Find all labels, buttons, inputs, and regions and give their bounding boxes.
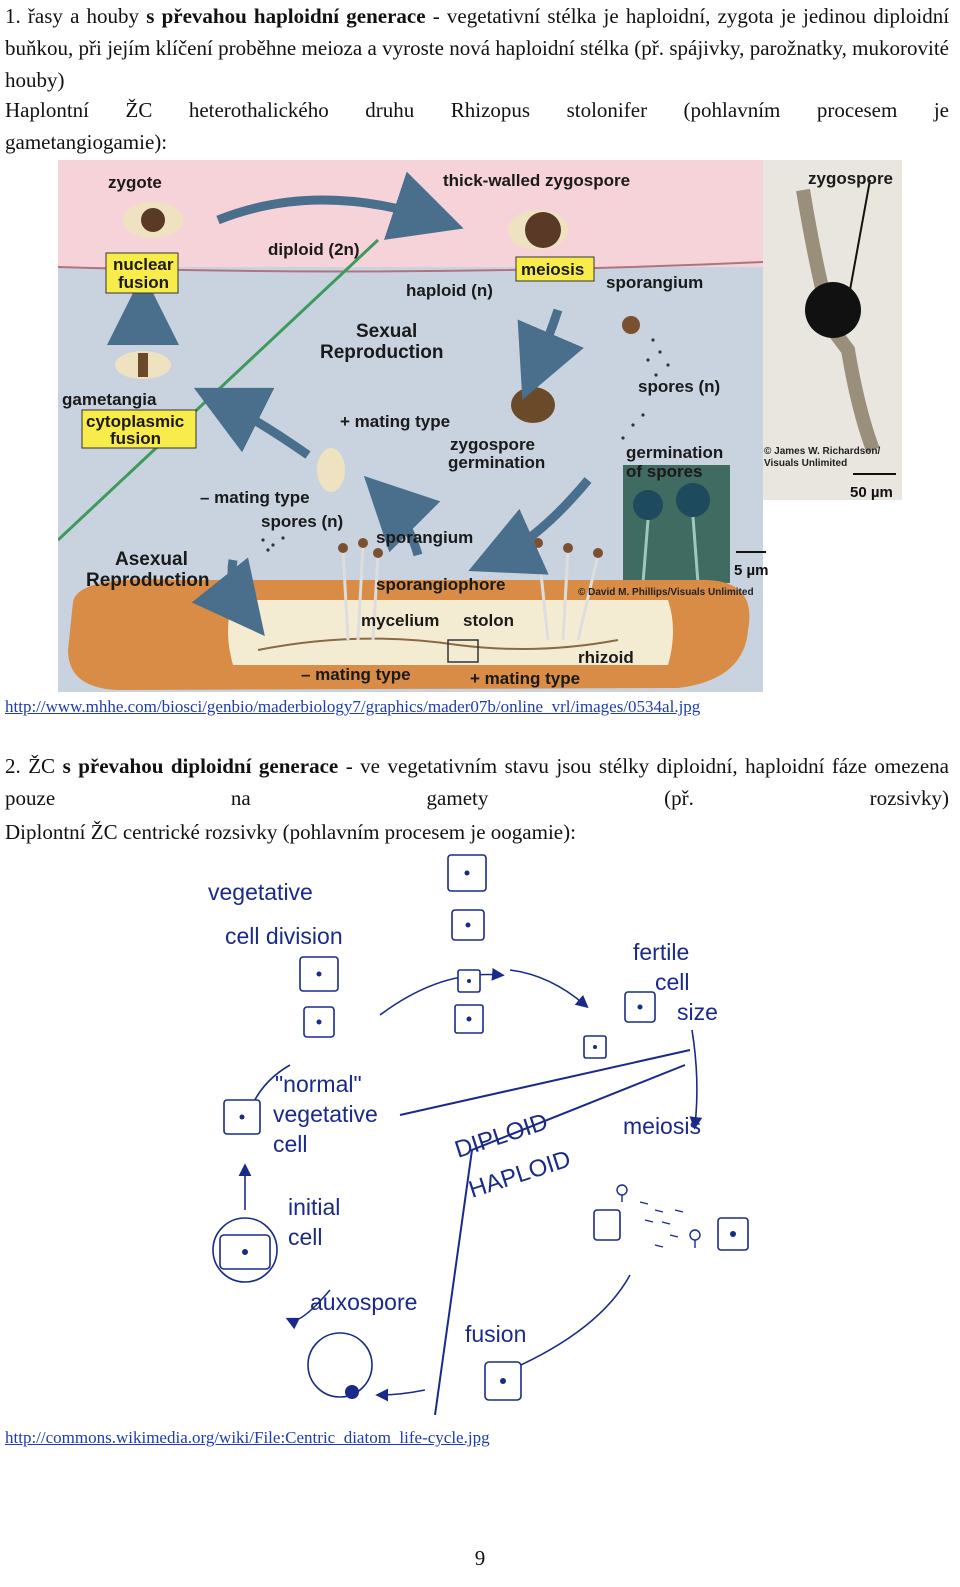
label-vegetative-cell: vegetative	[273, 1101, 378, 1127]
credit-visuals-unlimited: Visuals Unlimited	[764, 458, 847, 469]
rhizopus-life-cycle-figure: zygote nuclear fusion thick-walled zygos…	[58, 160, 902, 692]
zygospore-photo-spore	[805, 282, 861, 338]
label-spores: spores (n)	[638, 377, 720, 396]
credit-richardson: © James W. Richardson/	[764, 446, 881, 457]
section2-paragraph: 2. ŽC s převahou diploidní generace - ve…	[5, 754, 949, 810]
zygospore-germination	[511, 387, 555, 423]
label-sporangiophore: sporangiophore	[376, 575, 505, 594]
label-initial: initial	[288, 1194, 340, 1220]
label-vegetative: vegetative	[208, 879, 313, 905]
label-asexual: Asexual	[115, 549, 188, 570]
label-normal: "normal"	[275, 1071, 362, 1097]
label-cell: cell	[273, 1131, 308, 1157]
label-nuclear-fusion: fusion	[118, 273, 169, 292]
label-zygospore-photo: zygospore	[808, 169, 893, 188]
label-nuclear: nuclear	[113, 255, 174, 274]
label-plus-mating-type: + mating type	[340, 412, 450, 431]
label-zygote: zygote	[108, 173, 162, 192]
label-haploid: haploid (n)	[406, 281, 493, 300]
sporangium-micrograph	[623, 465, 730, 583]
label-plus-mating-type-bottom: + mating type	[470, 669, 580, 688]
label-auxospore: auxospore	[310, 1289, 417, 1315]
section1-paragraph: 1. řasy a houby s převahou haploidní gen…	[5, 4, 950, 92]
label-spores-asexual: spores (n)	[261, 512, 343, 531]
page-number: 9	[474, 1546, 486, 1570]
label-meiosis: meiosis	[623, 1113, 701, 1139]
sperm-cells	[616, 1184, 701, 1248]
label-rhizoid: rhizoid	[578, 648, 634, 667]
cycle-arrows-diatom	[238, 967, 703, 1402]
label-meiosis: meiosis	[521, 260, 584, 279]
diploid-haploid-line	[399, 1049, 691, 1415]
figure1-source-link[interactable]: http://www.mhhe.com/biosci/genbio/maderb…	[5, 697, 701, 716]
label-of-spores: of spores	[626, 462, 703, 481]
sporangium-small	[622, 316, 640, 334]
figure1-caption-tail: gametangiogamie):	[5, 130, 168, 154]
label-sexual-reproduction: Reproduction	[320, 342, 444, 363]
cycle-arrows	[107, 171, 592, 637]
label-cell-division: cell division	[225, 923, 343, 949]
mycelium-threads	[257, 637, 619, 651]
credit-phillips: © David M. Phillips/Visuals Unlimited	[578, 587, 754, 598]
label-sporangium-top: sporangium	[606, 273, 703, 292]
label-gametangia: gametangia	[62, 390, 157, 409]
label-minus-mating-type-bottom: – mating type	[301, 665, 411, 684]
scale-5um: 5 µm	[734, 562, 769, 579]
label-zygospore-germination: germination	[448, 453, 545, 472]
label-cytoplasmic-fusion: fusion	[110, 429, 161, 448]
label-size: size	[677, 999, 718, 1025]
label-minus-mating-type: – mating type	[200, 488, 310, 507]
label-stolon: stolon	[463, 611, 514, 630]
label-initial-cell: cell	[288, 1224, 323, 1250]
label-diploid: diploid (2n)	[268, 240, 360, 259]
label-asexual-reproduction: Reproduction	[86, 570, 210, 591]
diatom-life-cycle-figure: vegetative cell division fertile cell si…	[208, 854, 749, 1415]
label-sporangium: sporangium	[376, 528, 473, 547]
scale-50um: 50 µm	[850, 484, 893, 501]
label-cytoplasmic: cytoplasmic	[86, 412, 184, 431]
label-zygospore: zygospore	[450, 435, 535, 454]
label-mycelium: mycelium	[361, 611, 439, 630]
figure1-caption: Haplontní ŽC heterothalického druhu Rhiz…	[5, 98, 949, 122]
label-sexual: Sexual	[356, 321, 417, 342]
label-germination: germination	[626, 443, 723, 462]
label-thick-walled-zygospore: thick-walled zygospore	[443, 171, 630, 190]
figure2-source-link[interactable]: http://commons.wikimedia.org/wiki/File:C…	[5, 1428, 490, 1447]
label-fertile-cell: cell	[655, 969, 690, 995]
figure2-caption: Diplontní ŽC centrické rozsivky (pohlavn…	[5, 820, 576, 844]
label-fertile: fertile	[633, 939, 689, 965]
label-fusion: fusion	[465, 1321, 526, 1347]
